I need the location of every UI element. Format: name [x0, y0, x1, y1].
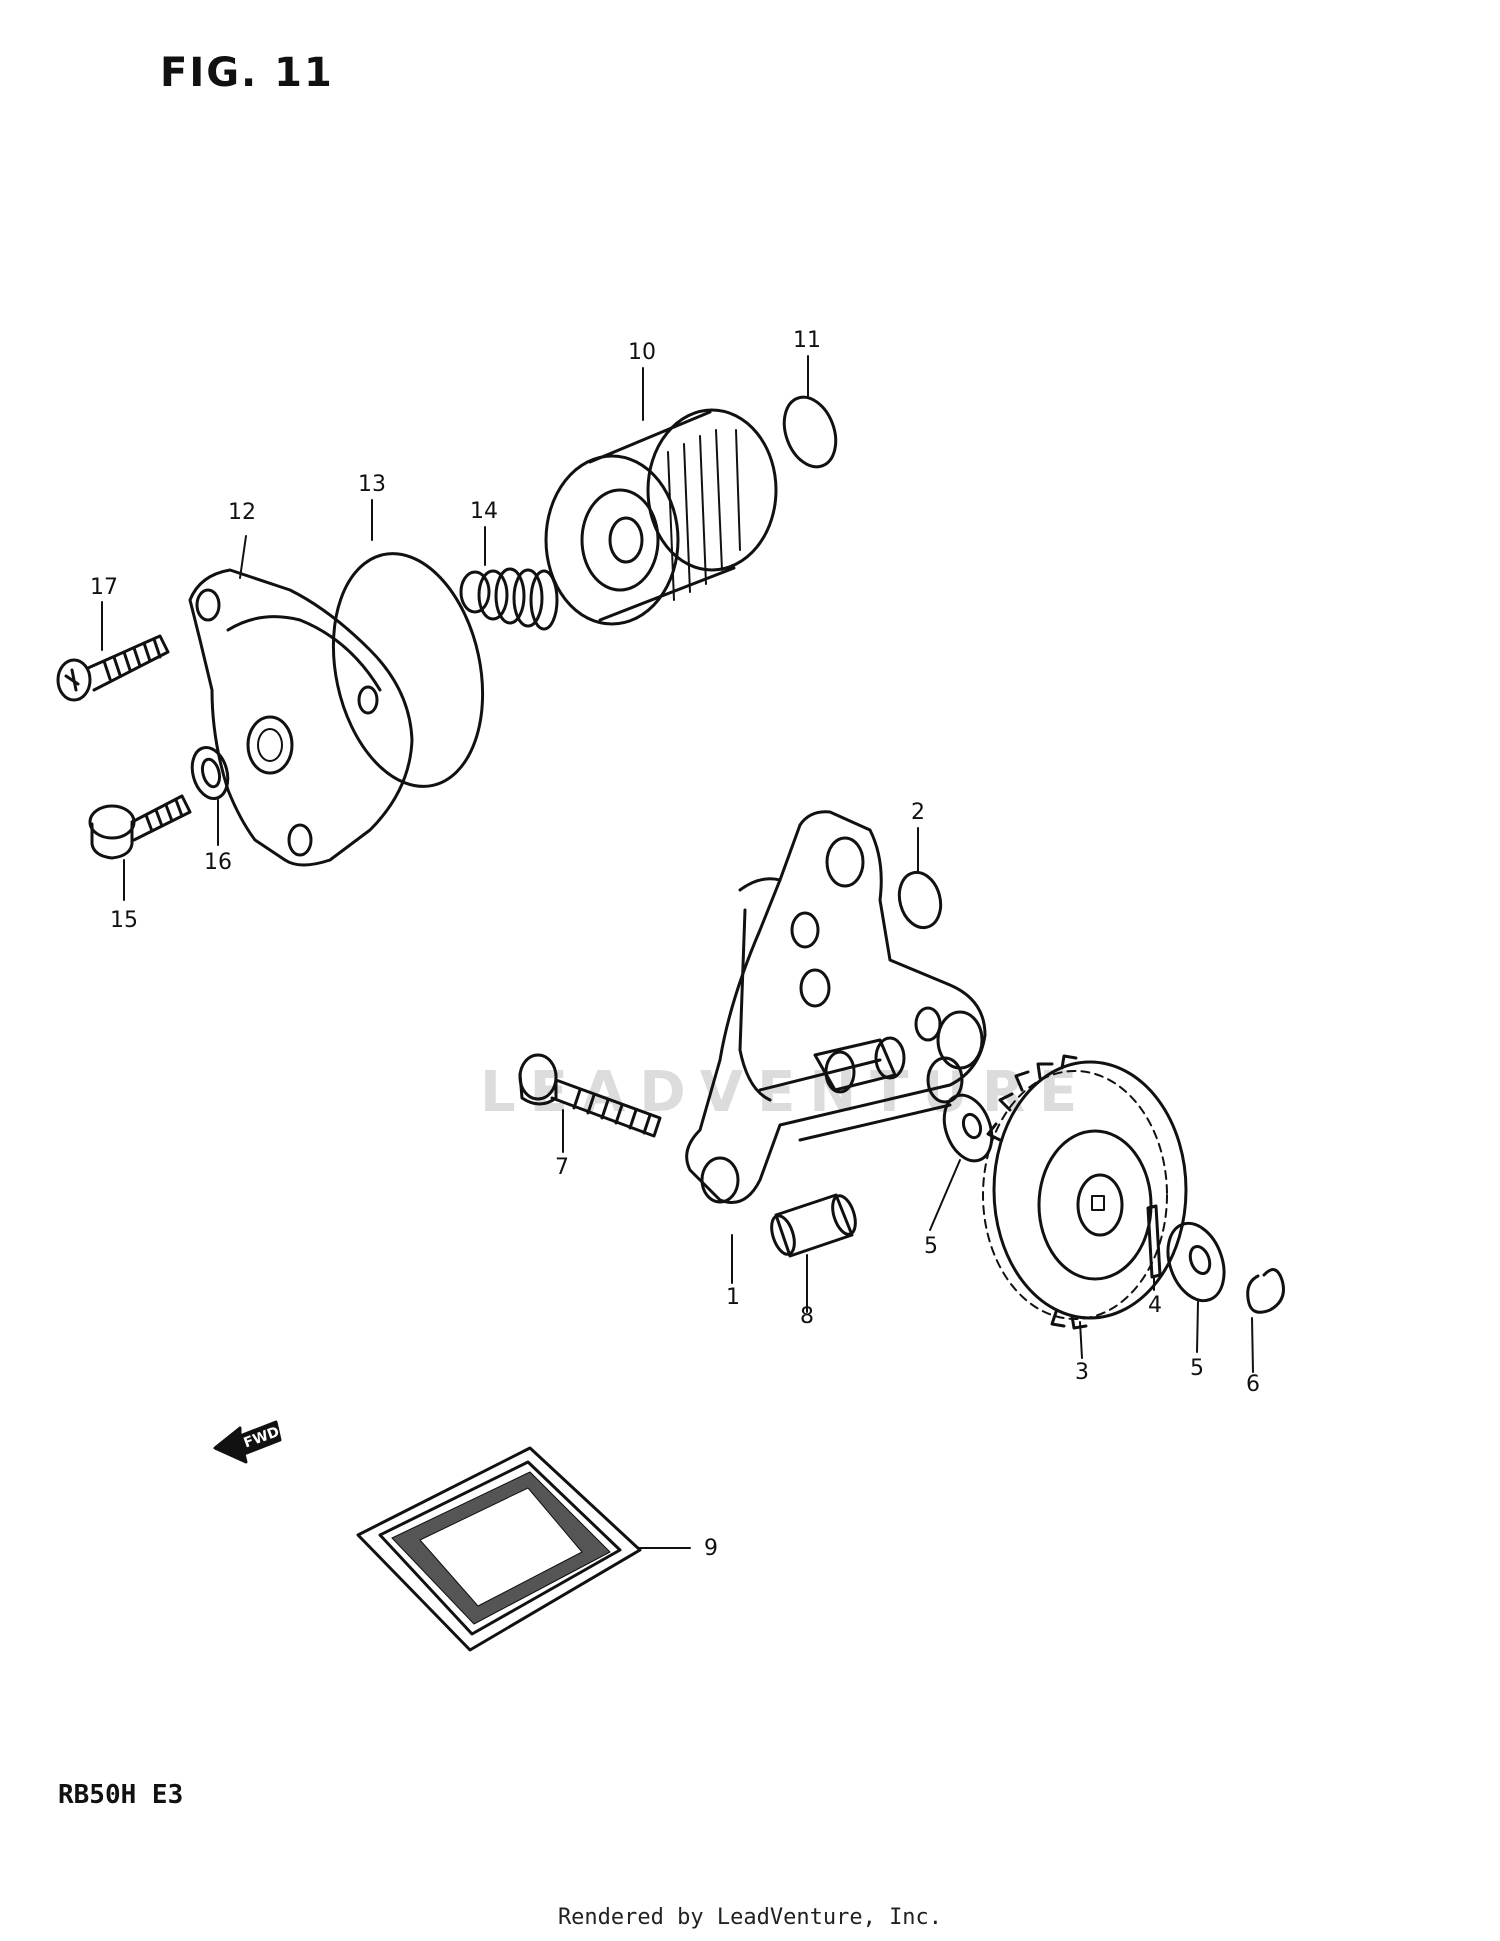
callout-leaders — [101, 355, 1254, 1549]
part-13-o-ring[interactable] — [313, 540, 503, 801]
part-4-pin[interactable] — [1146, 1204, 1162, 1279]
part-16-washer[interactable] — [187, 743, 233, 802]
part-5-washer-b[interactable] — [1158, 1216, 1234, 1309]
callout-4: 4 — [1148, 1293, 1162, 1318]
callout-5a: 5 — [924, 1234, 938, 1259]
part-1-oil-pump-body[interactable] — [685, 810, 987, 1204]
callout-11: 11 — [793, 328, 821, 353]
callout-17: 17 — [90, 575, 118, 600]
part-9-gasket[interactable] — [356, 1446, 642, 1652]
callout-7: 7 — [555, 1155, 569, 1180]
part-17-screw[interactable] — [56, 634, 170, 702]
part-12-filter-cover[interactable] — [188, 568, 414, 867]
footer-credit: Rendered by LeadVenture, Inc. — [557, 1905, 943, 1930]
part-8-dowel-pin[interactable] — [767, 1193, 859, 1258]
part-2-o-ring[interactable] — [893, 868, 946, 932]
part-7-bolt[interactable] — [518, 1053, 662, 1138]
callout-1: 1 — [726, 1285, 740, 1310]
callout-2: 2 — [911, 800, 925, 825]
figure-title: FIG. 11 — [160, 50, 334, 96]
callout-10: 10 — [628, 340, 656, 365]
callout-13: 13 — [358, 472, 386, 497]
part-3-pump-gear[interactable] — [982, 1054, 1188, 1330]
part-11-o-ring[interactable] — [775, 390, 845, 474]
callout-3: 3 — [1075, 1360, 1089, 1385]
part-15-bolt[interactable] — [88, 794, 192, 860]
model-code: RB50H E3 — [58, 1780, 184, 1810]
part-14-spring[interactable] — [459, 567, 559, 631]
part-10-oil-filter[interactable] — [544, 408, 778, 626]
callout-8: 8 — [800, 1304, 814, 1329]
callout-9: 9 — [704, 1536, 718, 1561]
part-5-washer-a[interactable] — [936, 1089, 1001, 1168]
callout-16: 16 — [204, 850, 232, 875]
callout-14: 14 — [470, 499, 498, 524]
callout-12: 12 — [228, 500, 256, 525]
callout-6: 6 — [1246, 1372, 1260, 1397]
callout-15: 15 — [110, 908, 138, 933]
part-6-circlip[interactable] — [1246, 1268, 1285, 1314]
fwd-arrow-icon: FWD — [213, 1420, 282, 1464]
callout-5b: 5 — [1190, 1356, 1204, 1381]
